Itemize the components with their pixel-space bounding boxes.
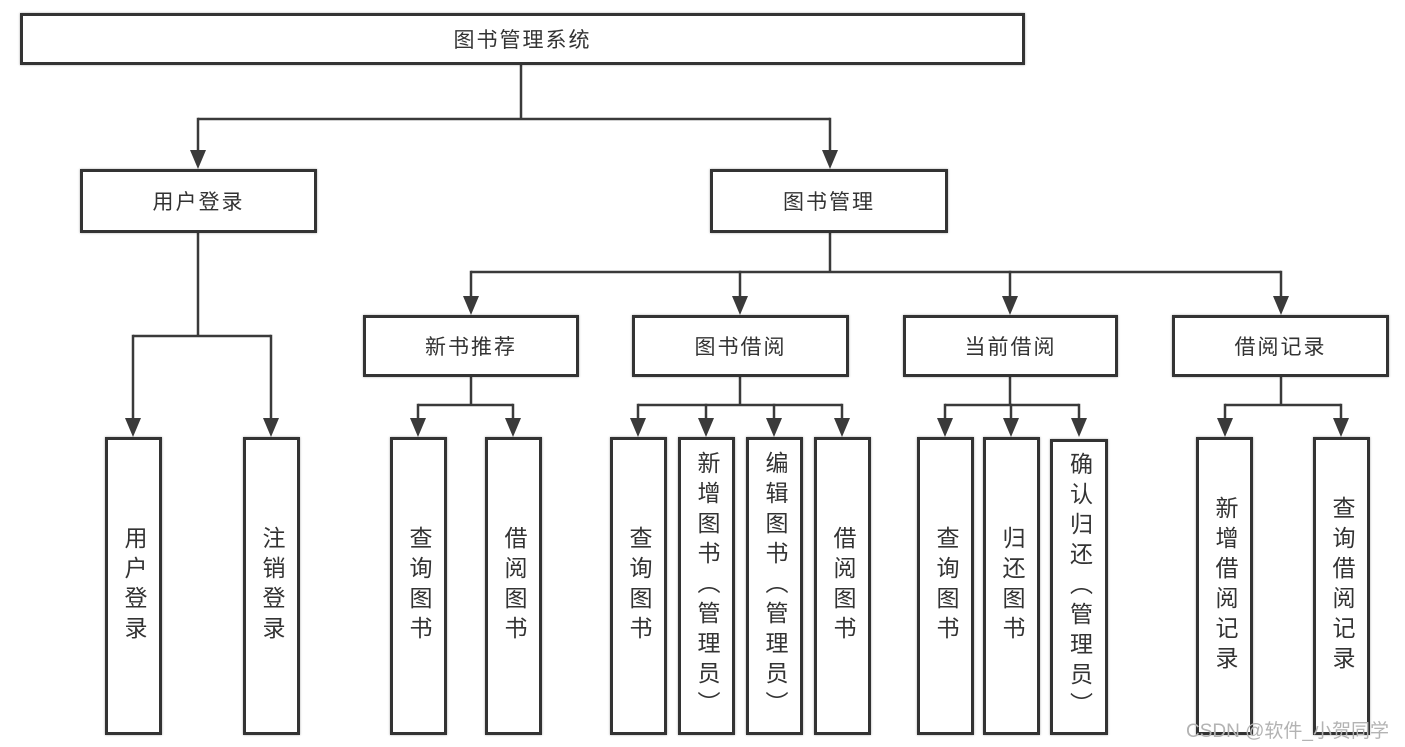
leaf-confirm-return-admin: 确认归还（管理员） (1050, 439, 1108, 735)
leaf-borrow-books-label: 借阅图书 (830, 526, 856, 646)
node-user-login-label: 用户登录 (152, 191, 245, 214)
leaf-borrow-books-recommend-label: 借阅图书 (501, 526, 527, 646)
leaf-add-borrow-record-label: 新增借阅记录 (1212, 496, 1238, 676)
node-current-borrow: 当前借阅 (903, 315, 1118, 377)
leaf-logout: 注销登录 (243, 437, 300, 735)
leaf-query-books-recommend-label: 查询图书 (406, 526, 432, 646)
leaf-user-login-label: 用户登录 (121, 526, 147, 646)
leaf-edit-books-admin-label: 编辑图书（管理员） (762, 451, 788, 721)
leaf-query-borrow-record: 查询借阅记录 (1313, 437, 1370, 735)
leaf-logout-label: 注销登录 (259, 526, 285, 646)
node-new-book-recommend: 新书推荐 (363, 315, 579, 377)
node-book-borrow: 图书借阅 (632, 315, 849, 377)
leaf-add-books-admin-label: 新增图书（管理员） (694, 451, 720, 721)
node-current-borrow-label: 当前借阅 (964, 336, 1057, 359)
node-borrow-records: 借阅记录 (1172, 315, 1389, 377)
leaf-edit-books-admin: 编辑图书（管理员） (746, 437, 803, 735)
node-system-root: 图书管理系统 (20, 13, 1025, 65)
csdn-watermark: CSDN @软件_小贺同学 (1186, 721, 1389, 742)
leaf-add-books-admin: 新增图书（管理员） (678, 437, 735, 735)
leaf-return-books: 归还图书 (983, 437, 1040, 735)
leaf-borrow-books-recommend: 借阅图书 (485, 437, 542, 735)
leaf-query-books-current-label: 查询图书 (933, 526, 959, 646)
node-user-login: 用户登录 (80, 169, 317, 233)
leaf-query-borrow-record-label: 查询借阅记录 (1329, 496, 1355, 676)
leaf-return-books-label: 归还图书 (999, 526, 1025, 646)
leaf-borrow-books: 借阅图书 (814, 437, 871, 735)
node-book-management-label: 图书管理 (783, 191, 875, 214)
node-book-management: 图书管理 (710, 169, 948, 233)
leaf-query-books-recommend: 查询图书 (390, 437, 447, 735)
leaf-query-books-borrow-label: 查询图书 (626, 526, 652, 646)
leaf-add-borrow-record: 新增借阅记录 (1196, 437, 1253, 735)
node-new-book-recommend-label: 新书推荐 (425, 336, 517, 359)
leaf-confirm-return-admin-label: 确认归还（管理员） (1066, 452, 1093, 722)
leaf-query-books-current: 查询图书 (917, 437, 974, 735)
node-borrow-records-label: 借阅记录 (1234, 336, 1327, 359)
leaf-query-books-borrow: 查询图书 (610, 437, 667, 735)
node-book-borrow-label: 图书借阅 (694, 336, 787, 359)
leaf-user-login: 用户登录 (105, 437, 162, 735)
node-system-root-label: 图书管理系统 (453, 29, 592, 52)
